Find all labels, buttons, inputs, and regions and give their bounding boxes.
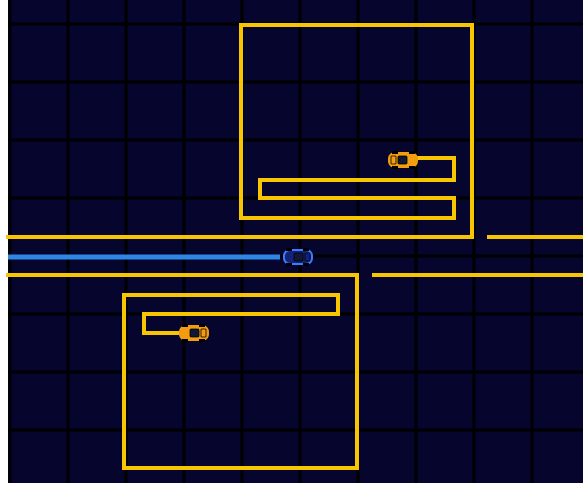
car-wheel xyxy=(303,263,309,266)
car-wheel xyxy=(392,166,398,169)
car-wheel xyxy=(392,151,398,154)
player-car-icon xyxy=(284,248,312,266)
enemy-car-icon xyxy=(389,151,417,169)
car-wheel xyxy=(303,248,309,251)
car-wheel xyxy=(409,166,415,169)
car-wheel xyxy=(182,339,188,342)
arena-background xyxy=(8,0,583,483)
enemy-car-icon xyxy=(180,324,208,342)
car-nose xyxy=(201,329,206,337)
car-wheel xyxy=(182,324,188,327)
car-cockpit xyxy=(398,156,407,164)
car-wheel xyxy=(286,263,292,266)
car-nose xyxy=(305,253,310,261)
car-wheel xyxy=(286,248,292,251)
car-wheel xyxy=(409,151,415,154)
car-nose xyxy=(391,156,396,164)
car-wheel xyxy=(199,324,205,327)
car-cockpit xyxy=(190,329,199,337)
car-cockpit xyxy=(294,253,303,261)
car-wheel xyxy=(199,339,205,342)
